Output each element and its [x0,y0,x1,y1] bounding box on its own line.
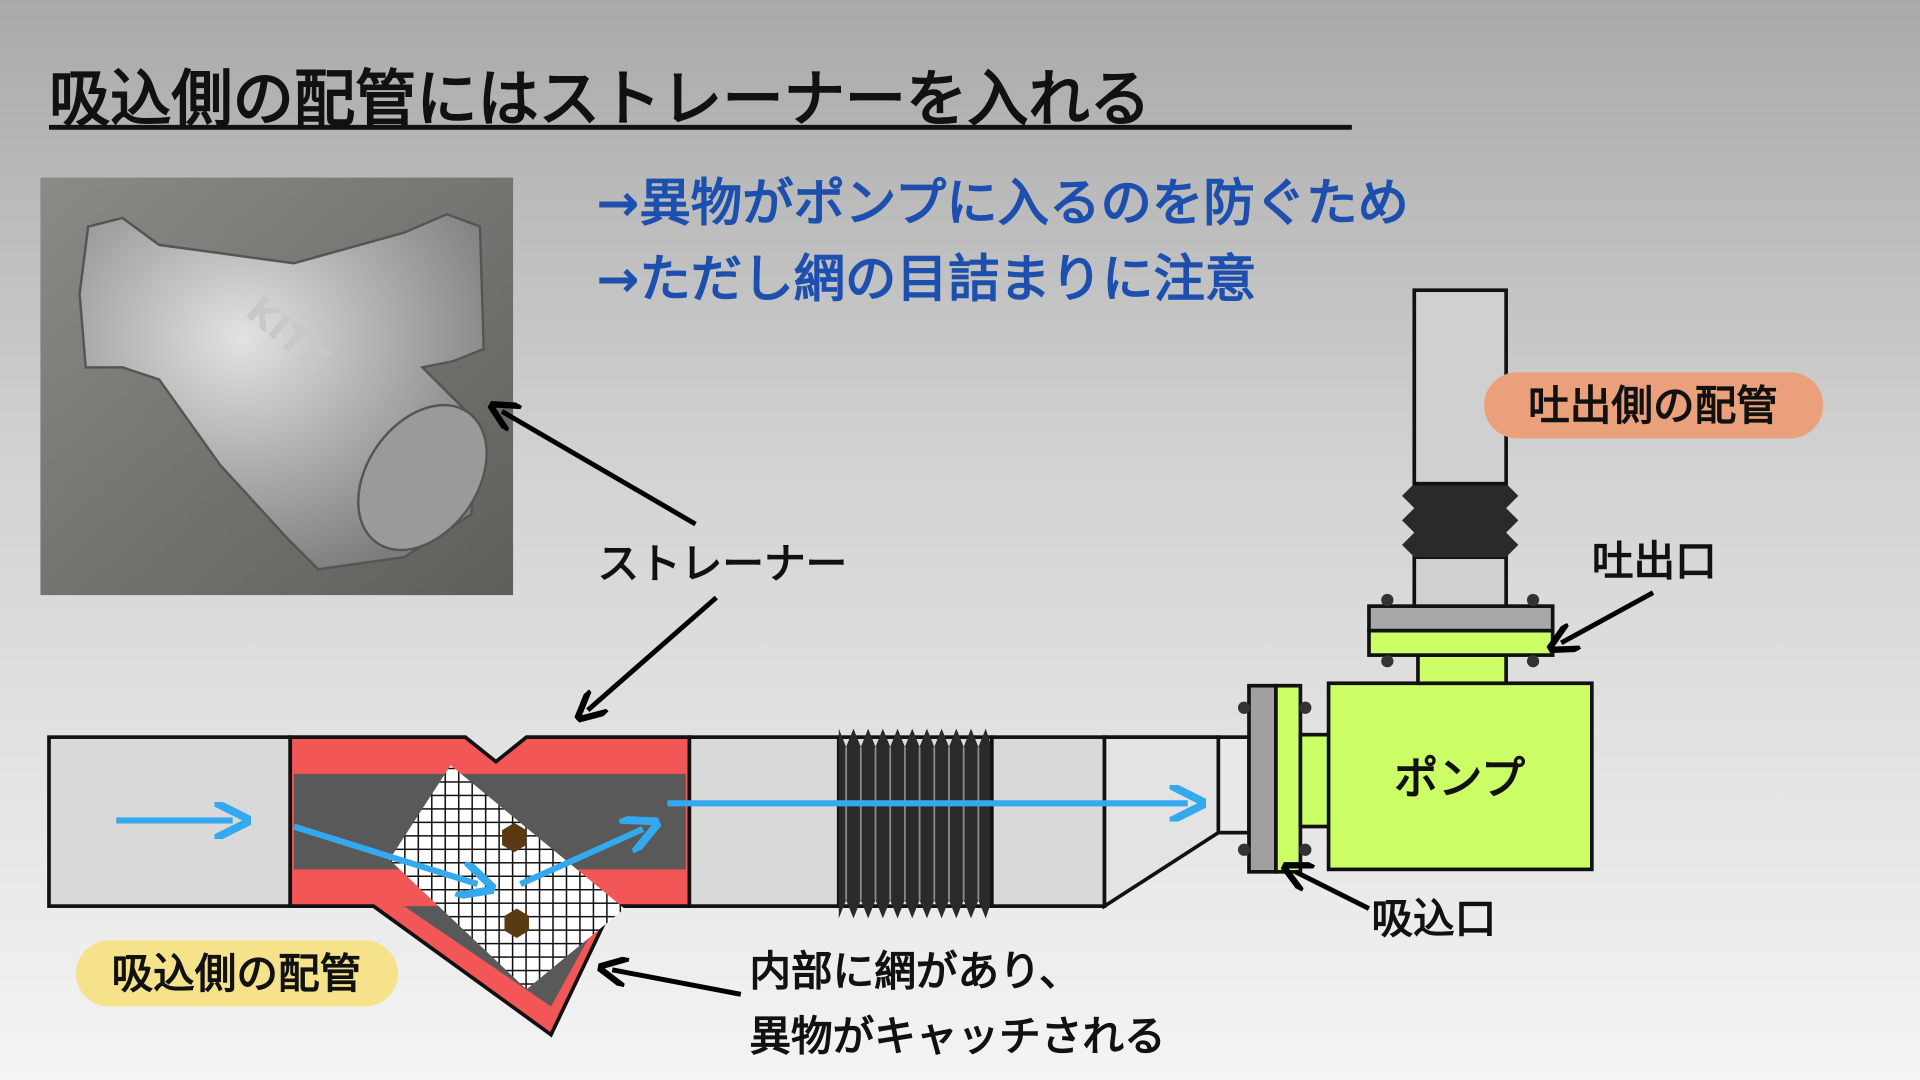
discharge-pipe-pill [1484,372,1824,439]
suction-pipe-label: 吸込側の配管 [111,949,361,998]
arrow-to-photo [502,411,697,527]
pump-body [1326,681,1594,872]
suction-flange [1237,683,1332,874]
pipe-section [990,735,1107,908]
page-title: 吸込側の配管にはストレーナーを入れる [49,64,1151,135]
reducer [1102,735,1221,910]
suction-port-label: 吸込口 [1371,894,1496,943]
arrow-to-strainer [588,595,718,711]
flexible-joint [836,728,994,919]
pump-label: ポンプ [1394,753,1526,804]
flow-arrow-2 [292,823,478,885]
discharge-assembly [1367,288,1555,686]
bullet-1: →異物がポンプに入るのを防ぐため [596,173,1409,233]
mesh-note-line-2: 異物がキャッチされる [749,1012,1165,1061]
strainer-photo: KITZ [40,177,514,596]
arrow-to-mesh [612,970,742,997]
debris-icon [502,822,527,853]
pipe-section [1216,735,1251,835]
arrow-to-suction-port [1296,872,1371,911]
suction-pipe-pill [75,940,398,1007]
debris-icon [504,908,529,938]
strainer-label: ストレーナー [598,539,848,588]
bullet-2: →ただし網の目詰まりに注意 [596,249,1256,309]
flow-arrow-3 [519,829,642,887]
mesh-note-line-1: 内部に網があり、 [749,947,1080,996]
strainer-mesh [389,765,625,990]
arrow-to-discharge-port [1561,590,1655,643]
discharge-port-label: 吐出口 [1592,537,1717,586]
pipe-section [687,735,841,908]
discharge-pipe-label: 吐出側の配管 [1528,381,1778,430]
